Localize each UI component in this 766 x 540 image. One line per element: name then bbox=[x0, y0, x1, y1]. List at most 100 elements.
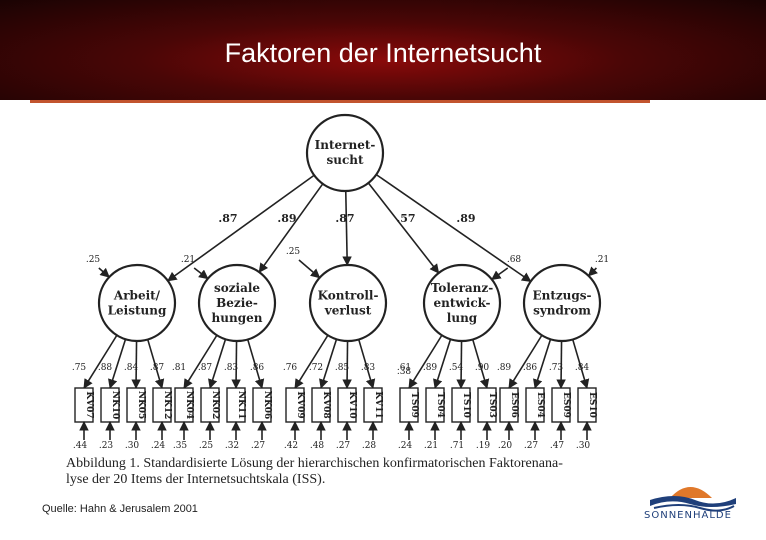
item-residual-label: .44 bbox=[73, 441, 88, 451]
item-loading-label: .87 bbox=[150, 363, 165, 373]
item-label: TS09 bbox=[409, 392, 419, 418]
item-loading-label: .83 bbox=[224, 363, 239, 373]
top-factor-circle bbox=[305, 113, 385, 193]
item-label: NK05 bbox=[136, 391, 146, 420]
item-residual-label: .19 bbox=[476, 441, 491, 451]
factor-loading-label: .87 bbox=[335, 212, 354, 225]
item-loading-arrow bbox=[183, 334, 218, 389]
item-residual-label: .48 bbox=[310, 441, 325, 451]
item-loading-label: .83 bbox=[361, 363, 376, 373]
item-loading-label: .84 bbox=[124, 363, 139, 373]
caption-line-1: Abbildung 1. Standardisierte Lösung der … bbox=[66, 456, 563, 471]
factor-circle bbox=[522, 263, 602, 343]
item-loading-arrow bbox=[131, 340, 141, 389]
factor-residual-label: .21 bbox=[595, 255, 609, 265]
item-label: NK06 bbox=[262, 391, 272, 420]
top-to-factor-arrow bbox=[375, 173, 532, 283]
item-loading-label: .75 bbox=[72, 363, 87, 373]
item-loading-arrow bbox=[319, 338, 338, 389]
item-loading-arrow bbox=[83, 334, 118, 389]
factor-loading-label: .87 bbox=[218, 212, 237, 225]
logo-text: SONNENHALDE bbox=[644, 510, 732, 521]
sonnenhalde-logo bbox=[650, 487, 736, 512]
item-loading-arrow bbox=[471, 339, 490, 389]
item-residual-label: .24 bbox=[151, 441, 166, 451]
item-label: KV11 bbox=[373, 391, 383, 418]
item-residual-label: .23 bbox=[99, 441, 114, 451]
factor-residual-arrow bbox=[98, 267, 110, 278]
factor-label: Toleranz- bbox=[431, 281, 493, 295]
factor-label: Kontroll- bbox=[318, 289, 379, 303]
item-loading-label: .89 bbox=[423, 363, 438, 373]
item-loading-arrow bbox=[208, 338, 227, 389]
item-label: KV09 bbox=[295, 391, 305, 418]
item-label: NK11 bbox=[236, 391, 246, 420]
factor-residual-arrow bbox=[298, 259, 321, 279]
item-loading-arrow bbox=[533, 338, 552, 389]
item-label: NK02 bbox=[210, 391, 220, 420]
item-loading-label: .85 bbox=[335, 363, 350, 373]
item-residual-label: .27 bbox=[524, 441, 539, 451]
title-underline bbox=[30, 100, 650, 103]
factor-residual-label: .25 bbox=[86, 255, 101, 265]
factor-circle bbox=[197, 263, 277, 343]
item-label: KV10 bbox=[347, 391, 357, 418]
item-residual-label: .27 bbox=[251, 441, 266, 451]
item-residual-label: .35 bbox=[173, 441, 188, 451]
top-factor-label: Internet- bbox=[315, 138, 376, 152]
item-label: KV07 bbox=[84, 391, 94, 418]
item-residual-label: .20 bbox=[498, 441, 513, 451]
factor-residual-label: .68 bbox=[507, 255, 522, 265]
item-loading-arrow bbox=[433, 338, 452, 389]
factor-residual-arrow bbox=[193, 267, 209, 280]
factor-label: soziale bbox=[214, 281, 260, 295]
slide-title: Faktoren der Internetsucht bbox=[224, 38, 542, 68]
item-loading-label: .86 bbox=[523, 363, 538, 373]
item-loading-arrow bbox=[556, 340, 566, 389]
factor-label: syndrom bbox=[533, 304, 591, 318]
item-loading-label: .61 bbox=[397, 363, 411, 373]
item-loading-arrow bbox=[357, 339, 376, 389]
item-residual-label: .47 bbox=[550, 441, 565, 451]
factor-residual-label: .21 bbox=[181, 255, 195, 265]
item-residual-label: .24 bbox=[398, 441, 413, 451]
item-residual-label: .42 bbox=[284, 441, 298, 451]
item-loading-arrow bbox=[508, 334, 543, 389]
item-loading-label: .90 bbox=[475, 363, 490, 373]
item-label: ES06 bbox=[509, 392, 519, 418]
top-factor-label: sucht bbox=[326, 153, 364, 167]
item-residual-label: .21 bbox=[424, 441, 438, 451]
factor-loading-label: .57 bbox=[396, 212, 415, 225]
item-loading-arrow bbox=[294, 334, 329, 389]
item-residual-label: .30 bbox=[125, 441, 140, 451]
top-to-factor-arrow bbox=[342, 190, 352, 266]
factor-residual-label: .25 bbox=[286, 247, 301, 257]
item-loading-arrow bbox=[108, 338, 127, 389]
item-label: KV08 bbox=[321, 391, 331, 418]
item-label: ES09 bbox=[561, 392, 571, 418]
item-residual-label: .71 bbox=[450, 441, 464, 451]
item-loading-arrow bbox=[231, 340, 241, 389]
factor-loading-label: .89 bbox=[277, 212, 296, 225]
item-loading-label: .76 bbox=[283, 363, 298, 373]
caption-line-2: lyse der 20 Items der Internetsuchtskala… bbox=[66, 472, 326, 487]
top-to-factor-arrow bbox=[167, 174, 315, 282]
factor-circle bbox=[308, 263, 388, 343]
item-loading-label: .54 bbox=[449, 363, 464, 373]
item-loading-label: .72 bbox=[309, 363, 323, 373]
header-banner: Faktoren der Internetsucht bbox=[0, 0, 766, 100]
item-loading-label: .81 bbox=[172, 363, 186, 373]
factor-label: Arbeit/ bbox=[113, 289, 161, 303]
factor-residual-arrow bbox=[587, 266, 599, 277]
item-loading-label: .88 bbox=[98, 363, 113, 373]
item-label: ES04 bbox=[535, 392, 545, 418]
item-loading-label: .87 bbox=[198, 363, 213, 373]
factor-label: Entzugs- bbox=[532, 289, 591, 303]
item-loading-label: .86 bbox=[250, 363, 265, 373]
factor-label: Bezie- bbox=[216, 296, 258, 310]
item-residual-label: .25 bbox=[199, 441, 214, 451]
factor-circle bbox=[97, 263, 177, 343]
item-residual-label: .27 bbox=[336, 441, 351, 451]
item-residual-label: .28 bbox=[362, 441, 377, 451]
item-loading-arrow bbox=[571, 339, 590, 389]
